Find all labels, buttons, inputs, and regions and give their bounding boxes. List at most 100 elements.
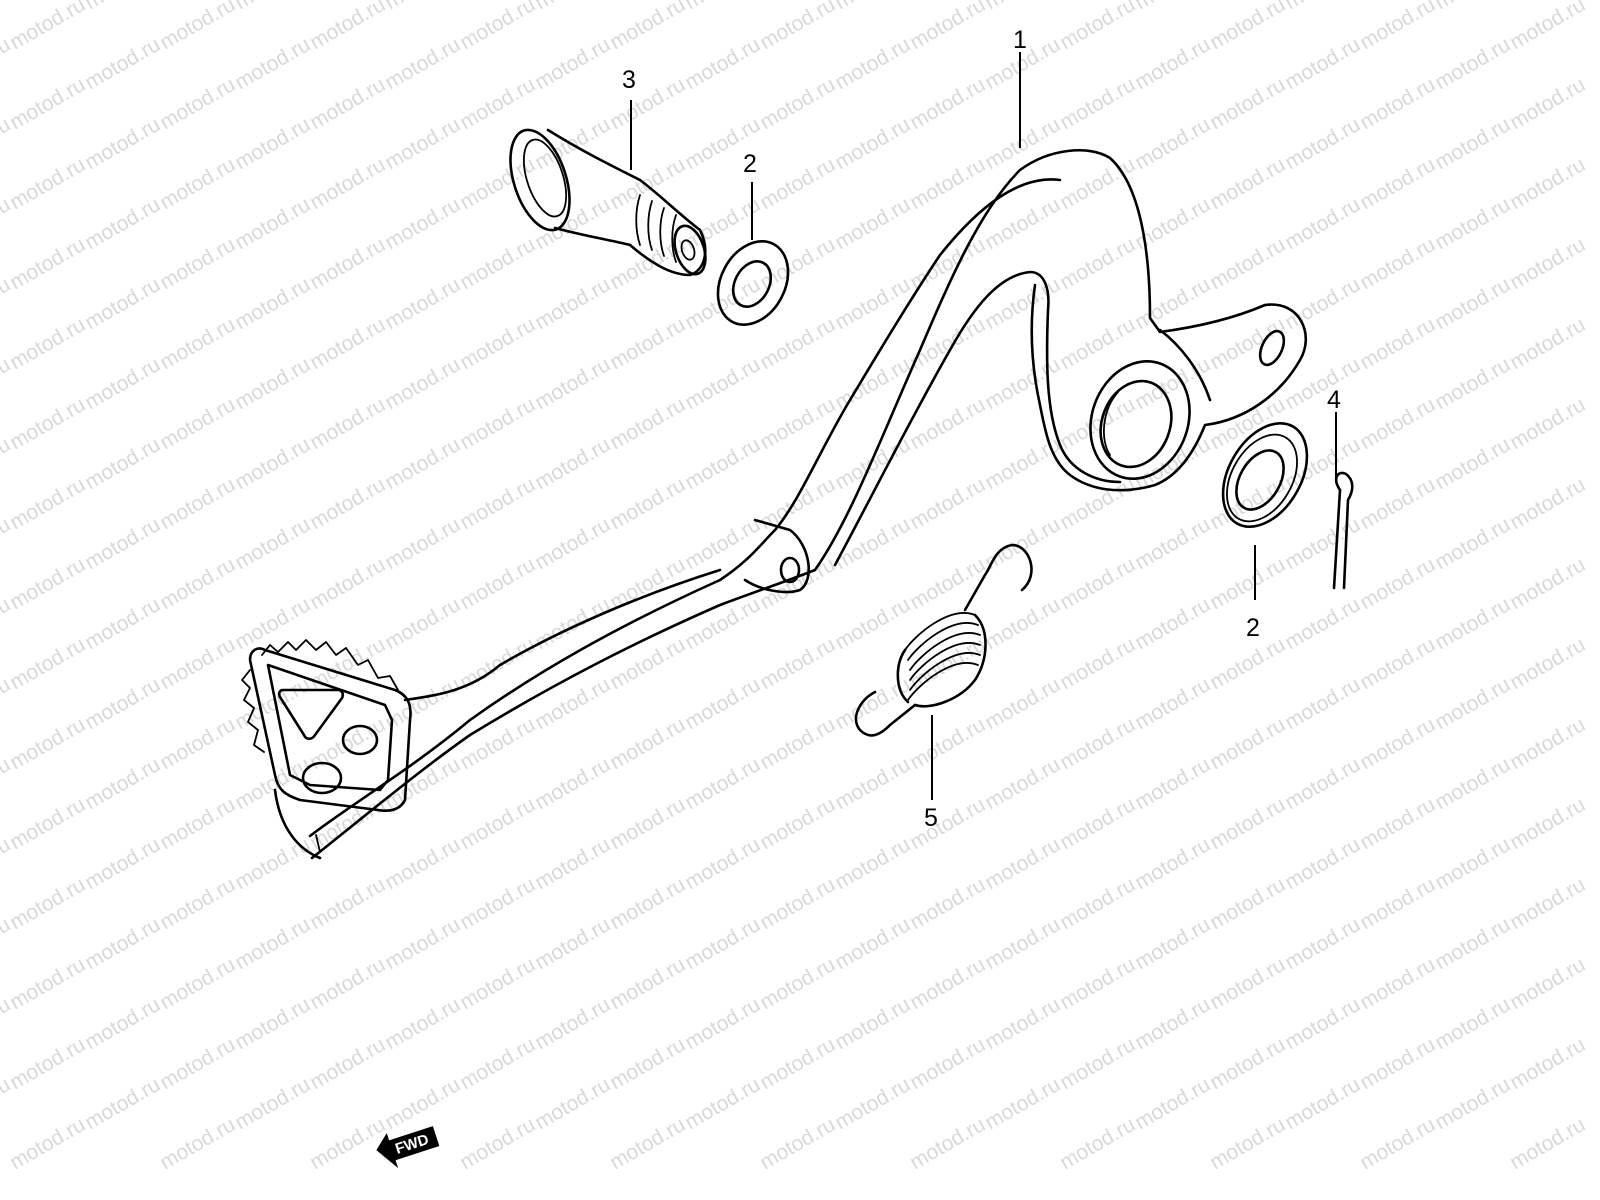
watermark-text: motod.ru [756,153,839,214]
watermark-text: motod.ru [1131,593,1214,654]
watermark-text: motod.ru [981,513,1064,574]
watermark-text: motod.ru [681,513,764,574]
watermark-text: motod.ru [1506,1113,1589,1174]
watermark-text: motod.ru [6,393,89,454]
watermark-text: motod.ru [306,473,389,534]
watermark-text: motod.ru [1056,1033,1139,1094]
watermark-text: motod.ru [906,713,989,774]
watermark-text: motod.ru [906,1113,989,1174]
watermark-text: motod.ru [456,953,539,1014]
watermark-text: motod.ru [756,1113,839,1174]
watermark-text: motod.ru [1431,913,1514,974]
watermark-text: motod.ru [831,673,914,734]
watermark-text: motod.ru [1281,593,1364,654]
watermark-text: motod.ru [381,193,464,254]
watermark-text: motod.ru [456,553,539,614]
watermark-text: motod.ru [1281,273,1364,334]
watermark-text: motod.ru [831,1073,914,1134]
watermark-text: motod.ru [231,193,314,254]
watermark-text: motod.ru [231,913,314,974]
watermark-text: motod.ru [756,953,839,1014]
watermark-text: motod.ru [681,353,764,414]
callout-3: 3 [622,66,636,94]
watermark-text: motod.ru [81,833,164,894]
watermark-text: motod.ru [981,273,1064,334]
watermark-text: motod.ru [6,953,89,1014]
watermark-text: motod.ru [156,553,239,614]
watermark-text: motod.ru [1431,513,1514,574]
watermark-text: motod.ru [456,233,539,294]
watermark-text: motod.ru [1206,1113,1289,1174]
watermark-text: motod.ru [306,553,389,614]
watermark-text: motod.ru [81,193,164,254]
watermark-text: motod.ru [981,913,1064,974]
watermark-text: motod.ru [81,593,164,654]
watermark-text: motod.ru [456,393,539,454]
watermark-text: motod.ru [606,953,689,1014]
watermark-text: motod.ru [681,833,764,894]
watermark-text: motod.ru [6,153,89,214]
watermark-text: motod.ru [606,473,689,534]
watermark-text: motod.ru [1431,353,1514,414]
watermark-text: motod.ru [456,313,539,374]
watermark-text: motod.ru [1131,513,1214,574]
watermark-text: motod.ru [156,73,239,134]
watermark-text: motod.ru [156,313,239,374]
watermark-text: motod.ru [981,1073,1064,1134]
watermark-text: motod.ru [1431,993,1514,1054]
watermark-text: motod.ru [1206,153,1289,214]
callout-4: 4 [1327,386,1341,414]
watermark-text: motod.ru [1056,793,1139,854]
watermark-text: motod.ru [531,753,614,814]
watermark-text: motod.ru [1281,833,1364,894]
watermark-text: motod.ru [1356,553,1439,614]
watermark-text: motod.ru [906,793,989,854]
watermark-text: motod.ru [81,753,164,814]
watermark-text: motod.ru [1131,193,1214,254]
watermark-text: motod.ru [1056,713,1139,774]
watermark-text: motod.ru [756,793,839,854]
watermark-text: motod.ru [1431,0,1514,14]
watermark-text: motod.ru [1056,153,1139,214]
watermark-text: motod.ru [1281,1073,1364,1134]
watermark-text: motod.ru [1056,633,1139,694]
watermark-text: motod.ru [1206,713,1289,774]
watermark-text: motod.ru [381,593,464,654]
watermark-text: motod.ru [756,73,839,134]
watermark-text: motod.ru [606,793,689,854]
watermark-text: motod.ru [531,993,614,1054]
watermark-text: motod.ru [306,393,389,454]
watermark-text: motod.ru [1131,753,1214,814]
watermark-text: motod.ru [1431,433,1514,494]
watermark-text: motod.ru [1281,993,1364,1054]
watermark-text: motod.ru [531,33,614,94]
watermark-text: motod.ru [531,913,614,974]
watermark-text: motod.ru [1506,553,1589,614]
watermark-text: motod.ru [381,993,464,1054]
watermark-text: motod.ru [1506,793,1589,854]
watermark-text: motod.ru [531,353,614,414]
watermark-text: motod.ru [81,1073,164,1134]
watermark-text: motod.ru [1206,473,1289,534]
watermark-text: motod.ru [231,833,314,894]
watermark-text: motod.ru [831,993,914,1054]
watermark-text: motod.ru [1431,113,1514,174]
watermark-text: motod.ru [1281,193,1364,254]
watermark-text: motod.ru [756,0,839,54]
watermark-text: motod.ru [531,593,614,654]
watermark-text: motod.ru [681,753,764,814]
watermark-text: motod.ru [1506,633,1589,694]
watermark-text: motod.ru [1356,313,1439,374]
watermark-text: motod.ru [1281,0,1364,14]
watermark-text: motod.ru [906,0,989,54]
watermark-text: motod.ru [1356,953,1439,1014]
watermark-text: motod.ru [681,913,764,974]
watermark-text: motod.ru [381,0,464,14]
watermark-text: motod.ru [306,153,389,214]
watermark-text: motod.ru [1356,233,1439,294]
watermark-text: motod.ru [1506,73,1589,134]
watermark-text: motod.ru [906,473,989,534]
watermark-text: motod.ru [681,993,764,1054]
watermark-text: motod.ru [606,1033,689,1094]
